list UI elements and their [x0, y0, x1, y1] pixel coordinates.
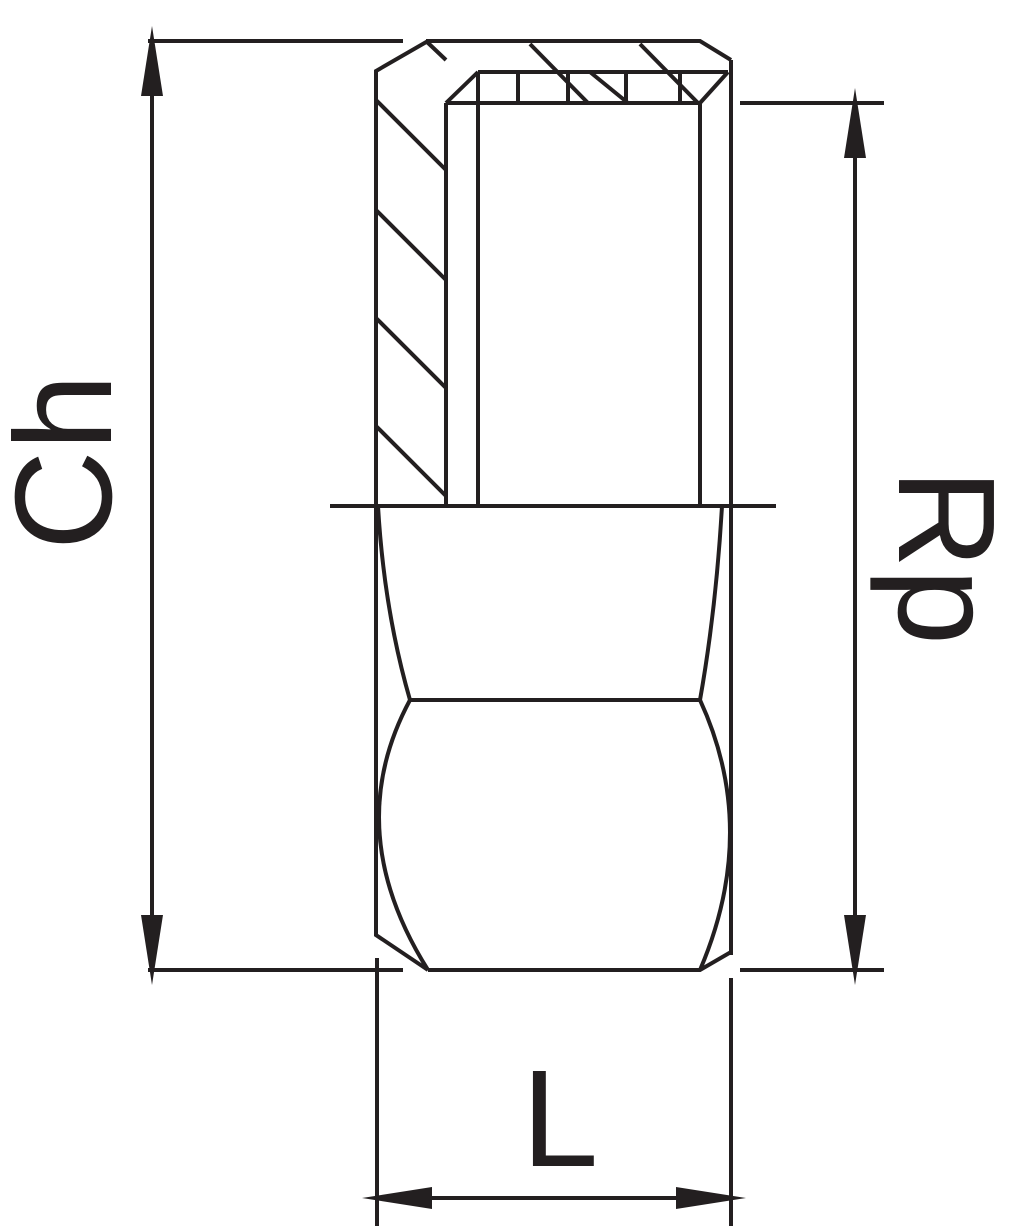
hatch-line: [374, 98, 448, 172]
hatch-line: [374, 316, 448, 390]
dimension-l: L: [362, 958, 746, 1226]
hex-exterior: [376, 505, 732, 972]
l-label: L: [522, 1042, 599, 1196]
fitting-body: [330, 39, 776, 972]
ch-label: Ch: [0, 374, 141, 550]
ch-arrow-up: [141, 26, 163, 96]
thread-chamfer-left: [444, 70, 480, 105]
l-arrow-right: [676, 1187, 746, 1209]
hatch-line: [638, 42, 700, 105]
hex-curve-upper-left: [376, 505, 412, 701]
hatch-line: [528, 42, 590, 105]
rp-label: Rp: [869, 469, 1023, 645]
thread-chamfer-right: [698, 70, 730, 105]
dimension-rp: Rp: [740, 88, 1023, 985]
dimension-ch: Ch: [0, 26, 403, 985]
body-outline-left: [374, 39, 430, 972]
hatch-line: [424, 39, 448, 62]
hex-curve-lower-left: [376, 699, 430, 972]
hex-curve-upper-right: [698, 505, 724, 701]
hatch-line: [374, 208, 448, 282]
body-outline-bottom: [428, 950, 733, 972]
ch-arrow-down: [141, 915, 163, 985]
l-arrow-left: [362, 1187, 432, 1209]
body-outline-top: [426, 39, 733, 62]
rp-arrow-up: [844, 88, 866, 158]
section-cut: [374, 39, 730, 506]
hatch-line: [588, 70, 630, 105]
hex-curve-lower-right: [698, 699, 732, 971]
rp-arrow-down: [844, 915, 866, 985]
hatch-line: [374, 424, 448, 498]
